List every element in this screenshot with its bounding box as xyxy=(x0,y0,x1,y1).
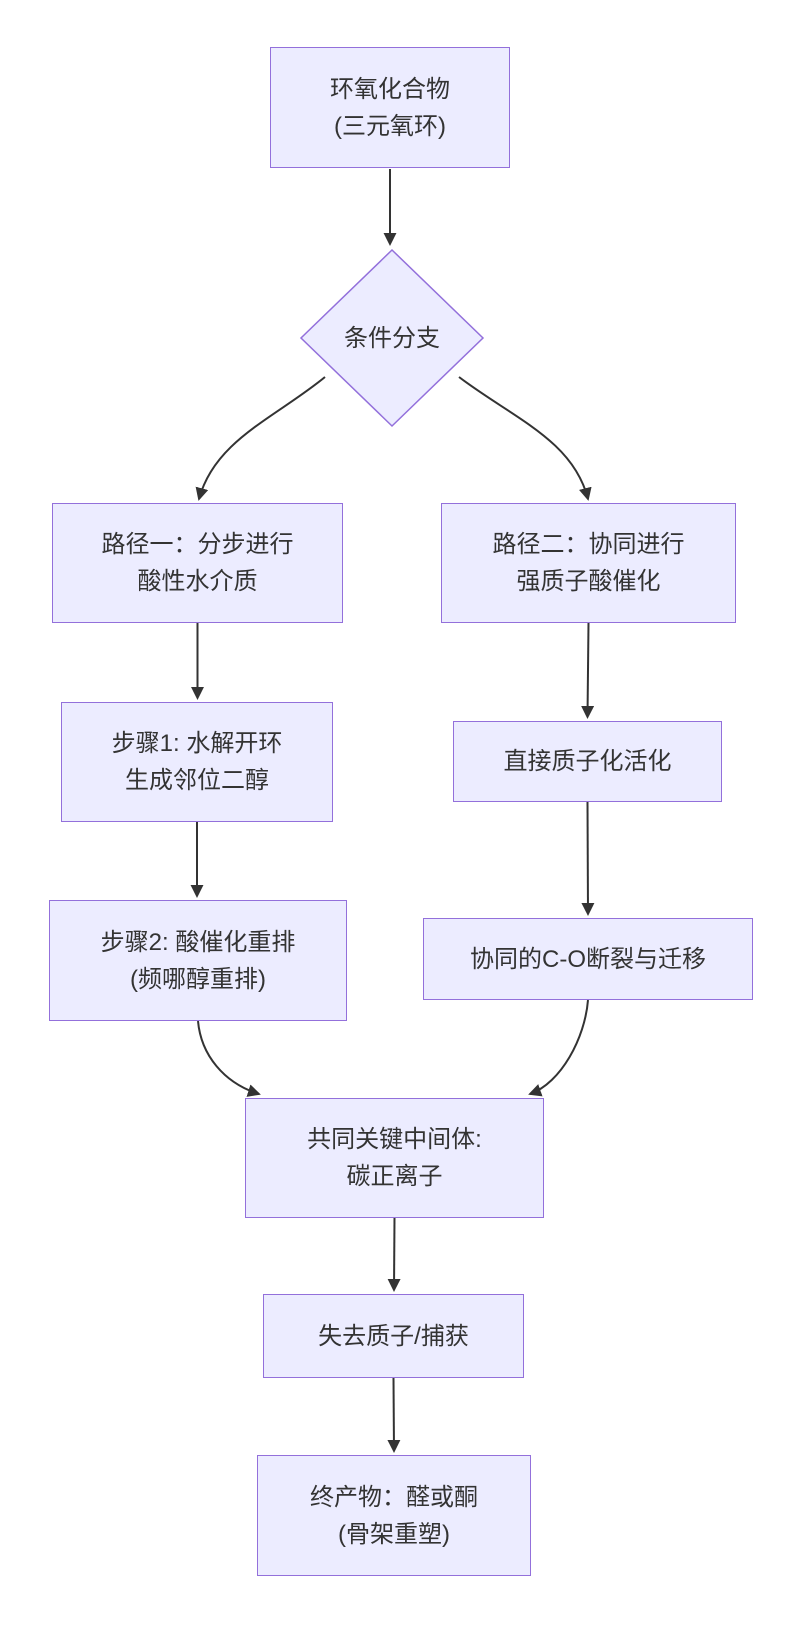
edge-deprotonation-to-product xyxy=(387,1377,401,1453)
edge-path2-to-protonation xyxy=(581,622,595,719)
node-concerted-cleavage: 协同的C-O断裂与迁移 xyxy=(423,918,753,1000)
node-epoxide: 环氧化合物 (三元氧环) xyxy=(270,47,510,168)
node-final-product: 终产物：醛或酮 (骨架重塑) xyxy=(257,1455,531,1576)
node-label-line: 路径二：协同进行 xyxy=(492,531,685,558)
edge-concerted-to-intermediate xyxy=(528,999,589,1097)
node-label-line: 协同的C-O断裂与迁移 xyxy=(470,945,706,973)
node-direct-protonation: 直接质子化活化 xyxy=(453,721,722,802)
node-label-line: 失去质子/捕获 xyxy=(318,1322,469,1350)
node-label-line: 直接质子化活化 xyxy=(503,748,672,775)
node-label-line: (三元氧环) xyxy=(334,112,446,140)
node-label-line: 强质子酸催化 xyxy=(516,568,661,595)
edge-intermediate-to-deprotonation xyxy=(387,1217,401,1292)
node-step2: 步骤2: 酸催化重排 (频哪醇重排) xyxy=(49,900,347,1021)
node-label-line: 条件分支 xyxy=(344,324,440,352)
node-label-line: 路径一：分步进行 xyxy=(101,531,294,558)
node-label-line: 碳正离子 xyxy=(346,1163,443,1190)
node-label-line: 步骤2: 酸催化重排 xyxy=(100,928,296,956)
node-path1: 路径一：分步进行 酸性水介质 xyxy=(52,503,343,623)
edge-protonation-to-concerted xyxy=(581,801,595,916)
node-label-line: 共同关键中间体: xyxy=(307,1126,482,1153)
edge-step2-to-intermediate xyxy=(197,1020,261,1097)
node-condition-branch-shape xyxy=(299,248,485,428)
node-path2: 路径二：协同进行 强质子酸催化 xyxy=(441,503,736,623)
node-condition-branch-label: 条件分支 xyxy=(312,319,472,357)
node-label-line: (骨架重塑) xyxy=(338,1520,450,1548)
node-label-line: 环氧化合物 xyxy=(330,75,450,103)
node-key-intermediate: 共同关键中间体: 碳正离子 xyxy=(245,1098,544,1218)
node-label-line: 步骤1: 水解开环 xyxy=(111,730,283,757)
node-step1: 步骤1: 水解开环 生成邻位二醇 xyxy=(61,702,333,822)
node-deprotonation: 失去质子/捕获 xyxy=(263,1294,524,1378)
edge-branch-to-path1 xyxy=(195,376,326,501)
node-label-line: 酸性水介质 xyxy=(137,568,258,595)
node-label-line: (频哪醇重排) xyxy=(130,965,266,993)
node-label-line: 终产物：醛或酮 xyxy=(310,1483,478,1511)
node-label-line: 生成邻位二醇 xyxy=(125,767,269,794)
edge-branch-to-path2 xyxy=(458,376,592,501)
